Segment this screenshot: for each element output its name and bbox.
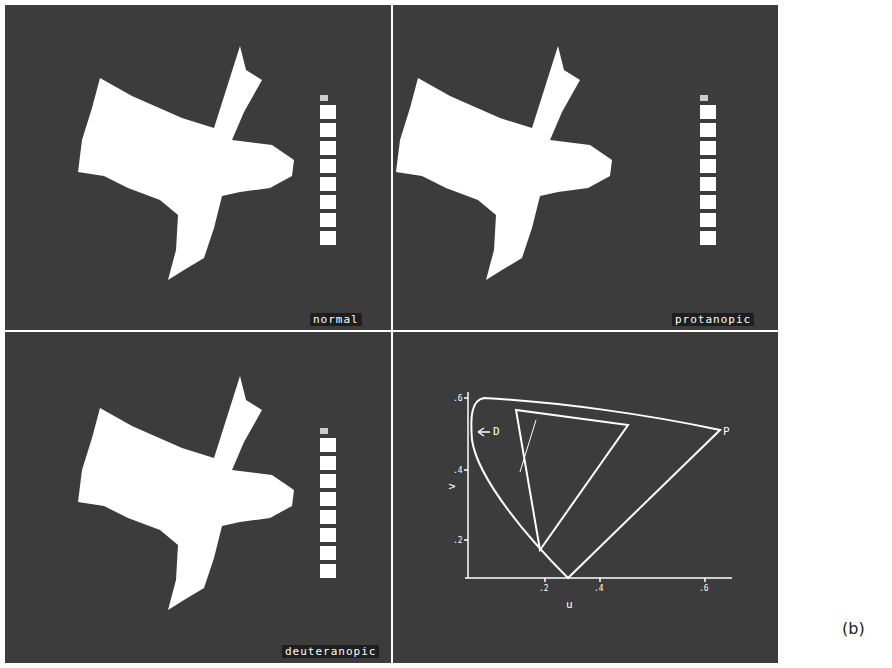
tick-label: .4 [453, 466, 463, 475]
curve-label: P [723, 425, 730, 438]
figure-tag: (b) [842, 620, 865, 638]
tick-label: .2 [453, 536, 463, 545]
axis-label: v [445, 483, 458, 490]
tick-label: .6 [699, 584, 709, 593]
panel-label: normal [310, 313, 362, 326]
axis-label: u [566, 598, 573, 611]
tick-label: .4 [594, 584, 604, 593]
tick-label: .6 [453, 394, 463, 403]
tick-label: .2 [539, 584, 549, 593]
panel-label: protanopic [672, 313, 754, 326]
panel-label: deuteranopic [282, 645, 379, 658]
curve-label: D [493, 425, 500, 438]
